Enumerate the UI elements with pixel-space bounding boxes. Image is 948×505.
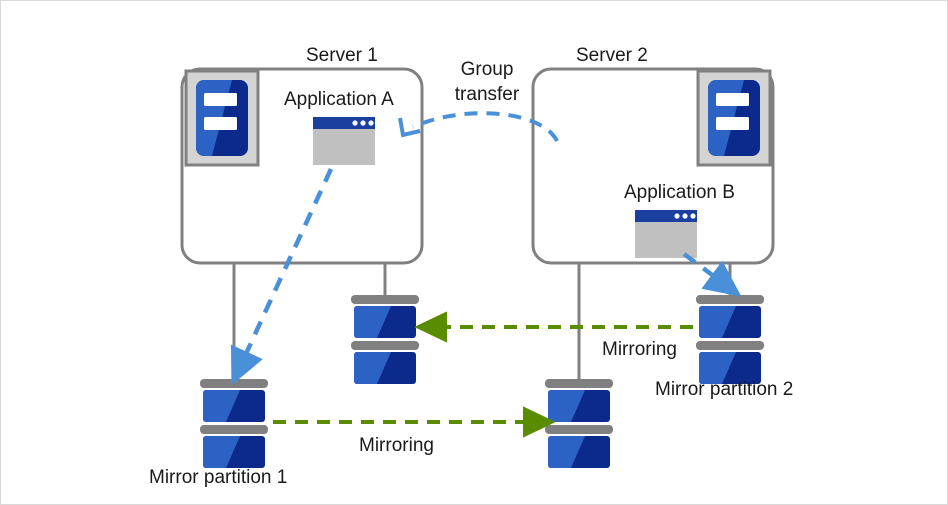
app-b-to-mirror-partition-2-arrow — [682, 252, 742, 297]
application-window-icon-a — [313, 117, 375, 165]
disk-stack-icon-server2-secondary — [545, 379, 613, 468]
mirror-partition-1-label: Mirror partition 1 — [149, 467, 288, 488]
application-b-label: Application B — [624, 182, 735, 203]
mirror-partition-2-label: Mirror partition 2 — [655, 379, 794, 400]
group-transfer-arrowhead — [398, 117, 421, 138]
app-a-to-mirror-partition-1-arrow — [230, 168, 334, 386]
application-window-icon-b — [635, 210, 697, 258]
group-transfer-label-line1: Group — [460, 59, 514, 80]
group-transfer-arrow — [412, 111, 559, 143]
server2-title: Server 2 — [576, 45, 648, 66]
disk-stack-icon-mirror-partition-2 — [696, 295, 764, 384]
disk-stack-icon-mirror-partition-1 — [200, 379, 268, 468]
server1-title: Server 1 — [306, 45, 378, 66]
server-icon-server1 — [184, 69, 260, 167]
mirroring-label-upper: Mirroring — [602, 339, 677, 360]
group-transfer-label-line2: transfer — [454, 84, 520, 105]
application-a-label: Application A — [284, 89, 394, 110]
disk-stack-icon-server1-secondary — [351, 295, 419, 384]
mirroring-label-lower: Mirroring — [359, 435, 434, 456]
server-icon-server2 — [696, 69, 772, 167]
